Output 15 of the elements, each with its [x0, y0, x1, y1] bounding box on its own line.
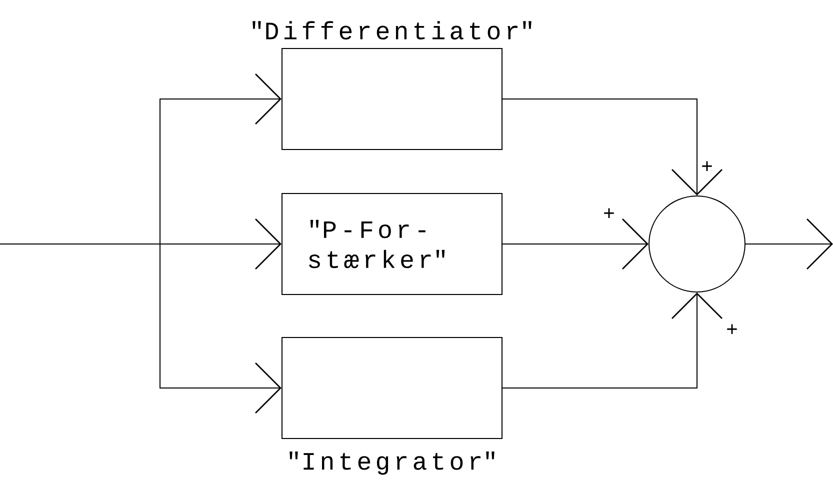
- arrow: [0, 218, 282, 270]
- arrow: [160, 242, 282, 414]
- node-label: "Differentiator": [252, 21, 532, 40]
- arrow: [502, 98, 722, 196]
- summing-circle: [648, 196, 746, 292]
- arrow: [502, 218, 648, 270]
- block-box: "Integrator": [282, 337, 502, 475]
- block-box: "Differentiator": [252, 21, 532, 150]
- block-box: "P-For- stærker": [282, 193, 502, 295]
- arrow: [160, 74, 282, 244]
- arrow: [502, 292, 722, 388]
- sign-label: +: [702, 161, 712, 171]
- sign-label: +: [727, 324, 737, 334]
- node-label: "Integrator": [290, 451, 494, 475]
- sign-label: +: [604, 208, 614, 218]
